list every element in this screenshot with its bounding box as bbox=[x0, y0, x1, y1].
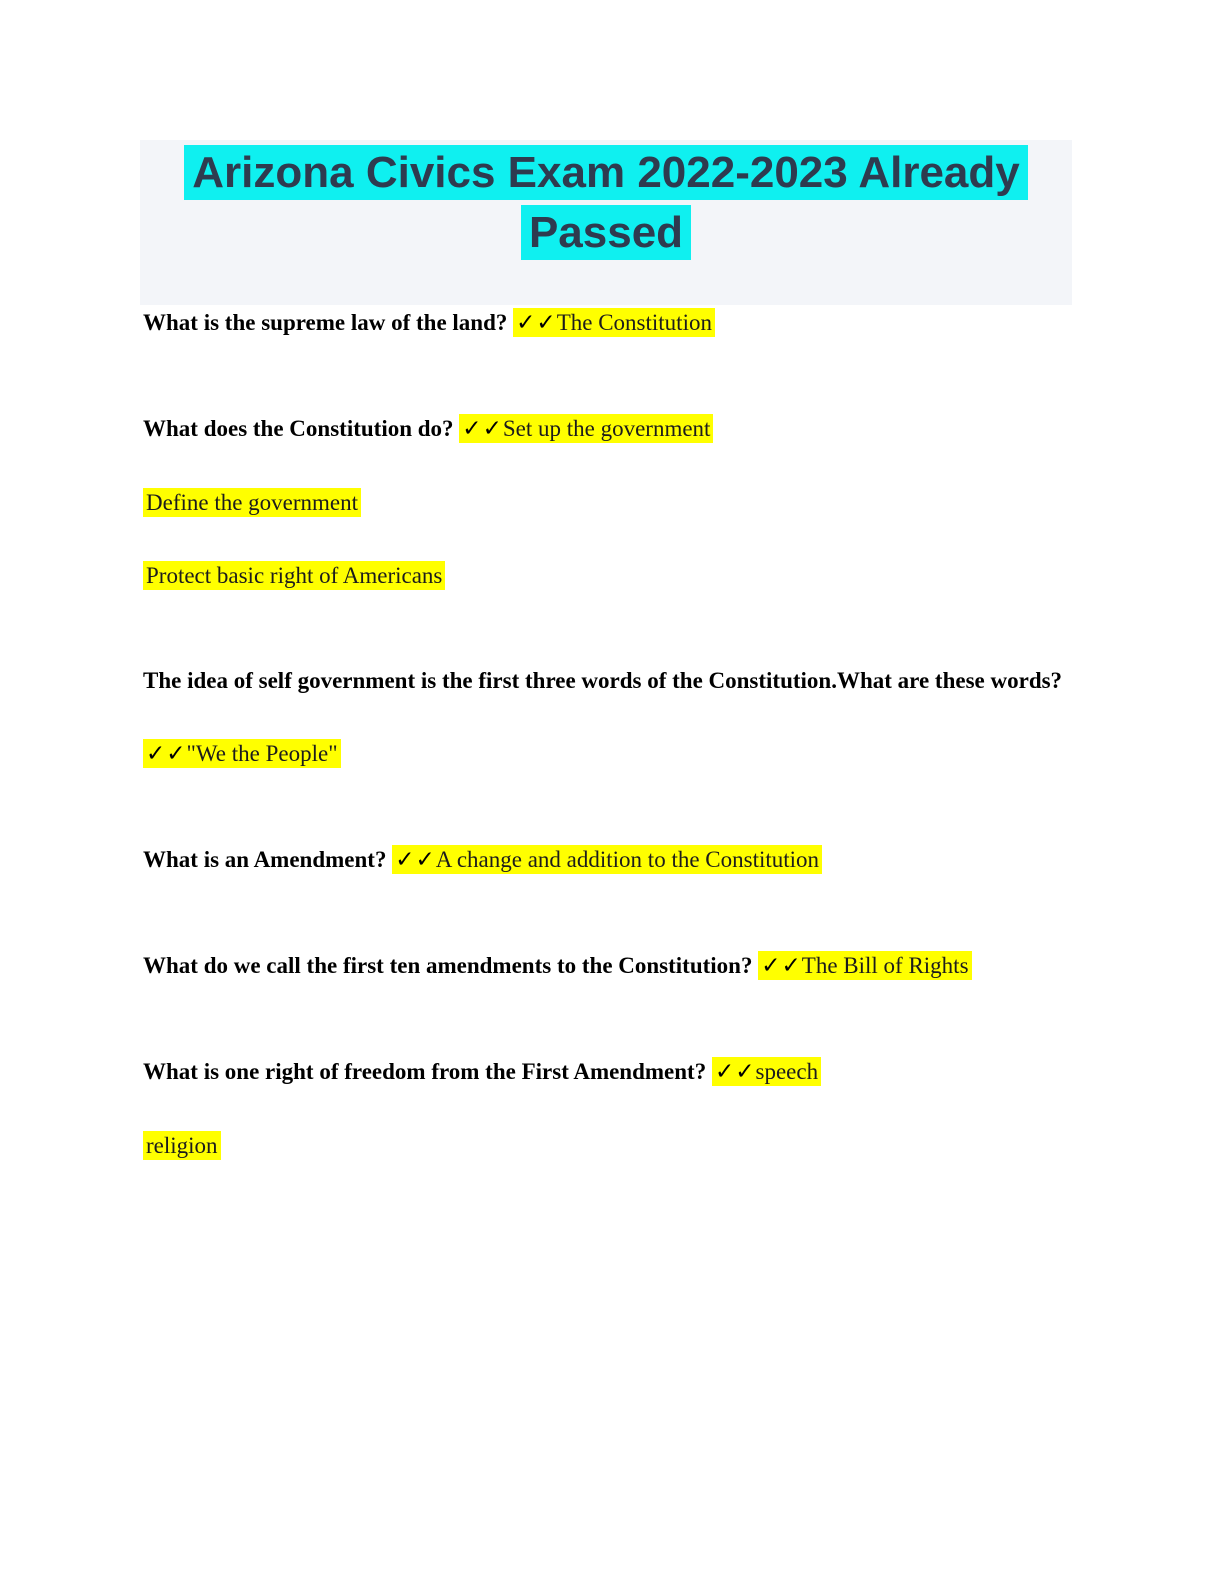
answer-highlight: ✓✓"We the People" bbox=[143, 739, 341, 768]
double-check-mark: ✓✓ bbox=[146, 741, 187, 767]
qa-line: religion bbox=[143, 1131, 1133, 1160]
double-check-mark: ✓✓ bbox=[761, 953, 802, 979]
question-text: What is one right of freedom from the Fi… bbox=[143, 1059, 707, 1084]
double-check-mark: ✓✓ bbox=[395, 847, 436, 873]
qa-line: Define the government bbox=[143, 488, 1133, 517]
answer-highlight: ✓✓speech bbox=[711, 1057, 822, 1086]
answer-text: Define the government bbox=[146, 490, 359, 515]
answer-highlight: ✓✓The Bill of Rights bbox=[758, 951, 972, 980]
qa-group: What do we call the first ten amendments… bbox=[143, 951, 1133, 981]
answer-highlight: religion bbox=[143, 1131, 221, 1160]
double-check-mark: ✓✓ bbox=[462, 416, 503, 442]
answer-highlight: ✓✓Set up the government bbox=[459, 414, 714, 443]
question-text: The idea of self government is the first… bbox=[143, 668, 1063, 693]
answer-text: speech bbox=[755, 1059, 819, 1084]
question-text: What is the supreme law of the land? bbox=[143, 310, 508, 335]
qa-line: What does the Constitution do? ✓✓Set up … bbox=[143, 414, 1133, 444]
qa-group: What is the supreme law of the land? ✓✓T… bbox=[143, 308, 1133, 338]
qa-group: What is an Amendment? ✓✓A change and add… bbox=[143, 845, 1133, 875]
qa-line: ✓✓"We the People" bbox=[143, 739, 1133, 769]
answer-highlight: ✓✓A change and addition to the Constitut… bbox=[392, 845, 823, 874]
qa-line: The idea of self government is the first… bbox=[143, 666, 1133, 695]
page-title: Arizona Civics Exam 2022-2023 Already Pa… bbox=[140, 140, 1072, 263]
qa-line: Protect basic right of Americans bbox=[143, 561, 1133, 590]
answer-highlight: ✓✓The Constitution bbox=[513, 308, 715, 337]
answer-text: Set up the government bbox=[502, 416, 711, 441]
qa-group: The idea of self government is the first… bbox=[143, 666, 1133, 769]
question-text: What do we call the first ten amendments… bbox=[143, 953, 753, 978]
qa-line: What is one right of freedom from the Fi… bbox=[143, 1057, 1133, 1087]
question-text: What does the Constitution do? bbox=[143, 416, 454, 441]
qa-group: What does the Constitution do? ✓✓Set up … bbox=[143, 414, 1133, 590]
qa-content: What is the supreme law of the land? ✓✓T… bbox=[143, 308, 1133, 1236]
qa-line: What do we call the first ten amendments… bbox=[143, 951, 1133, 981]
question-text: What is an Amendment? bbox=[143, 847, 387, 872]
answer-highlight: Define the government bbox=[143, 488, 362, 517]
answer-highlight: Protect basic right of Americans bbox=[143, 561, 446, 590]
answer-text: "We the People" bbox=[186, 741, 338, 766]
qa-line: What is an Amendment? ✓✓A change and add… bbox=[143, 845, 1133, 875]
double-check-mark: ✓✓ bbox=[516, 310, 557, 336]
answer-text: The Bill of Rights bbox=[801, 953, 969, 978]
answer-text: A change and addition to the Constitutio… bbox=[435, 847, 820, 872]
qa-group: What is one right of freedom from the Fi… bbox=[143, 1057, 1133, 1160]
answer-text: religion bbox=[146, 1133, 218, 1158]
title-banner: Arizona Civics Exam 2022-2023 Already Pa… bbox=[140, 140, 1072, 305]
qa-line: What is the supreme law of the land? ✓✓T… bbox=[143, 308, 1133, 338]
answer-text: The Constitution bbox=[556, 310, 712, 335]
answer-text: Protect basic right of Americans bbox=[146, 563, 443, 588]
double-check-mark: ✓✓ bbox=[714, 1059, 756, 1085]
page-title-text: Arizona Civics Exam 2022-2023 Already Pa… bbox=[184, 145, 1028, 260]
